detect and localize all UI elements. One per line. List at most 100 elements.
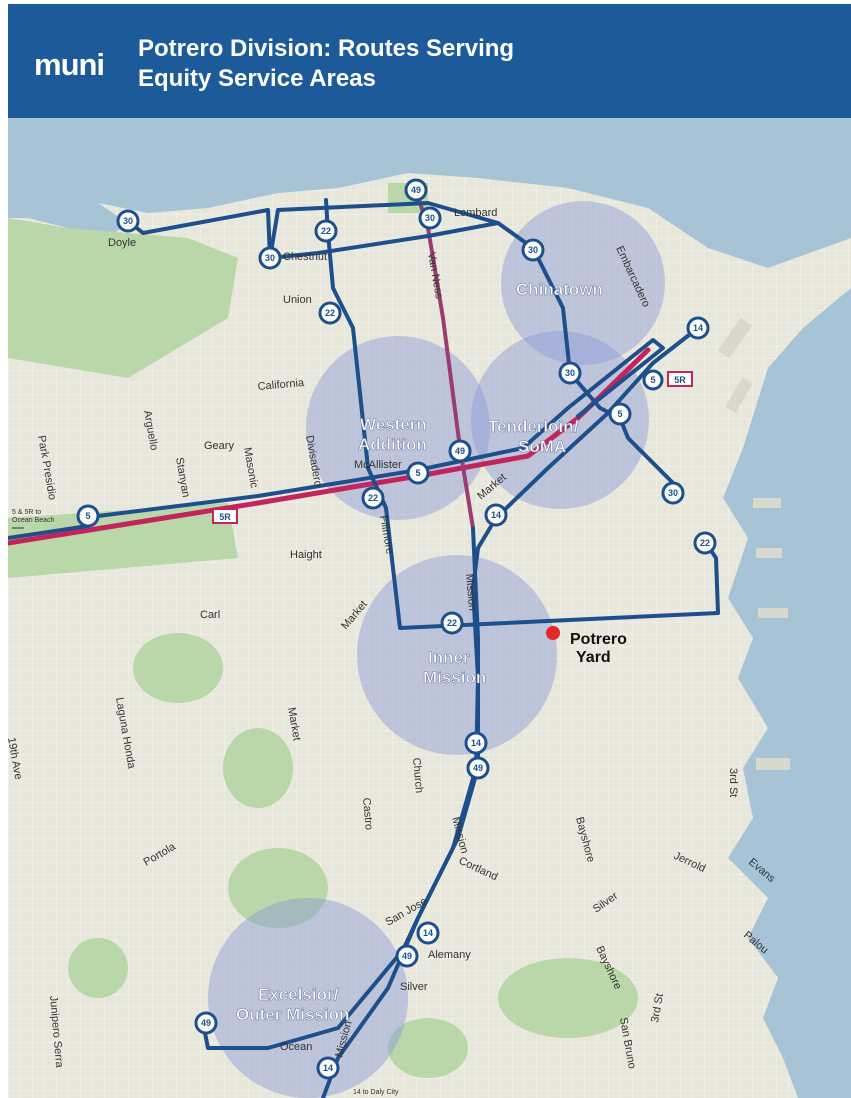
badge-30-label: 30 [565,368,575,378]
badge-5[interactable] [608,402,632,426]
badge-5[interactable] [76,504,100,528]
badge-14-label: 14 [423,928,433,938]
street-mcallister: McAllister [354,459,402,471]
pier [753,498,781,508]
street-3rd-st-2: 3rd St [649,993,666,1024]
badge-22-label: 22 [368,493,378,503]
route-14-line [321,326,700,1098]
badge-14[interactable] [484,503,508,527]
badge-22[interactable] [318,301,342,325]
potrero-yard-dot[interactable] [546,626,560,640]
badge-14[interactable] [686,316,710,340]
badge-30-label: 30 [425,213,435,223]
area-label-chinatown: Chinatown [516,280,603,299]
note-ocean-beach-2: Ocean Beach [12,517,55,524]
badge-49[interactable] [448,439,472,463]
golden-gate-park [8,503,238,578]
badge-30-label: 30 [668,488,678,498]
badge-22[interactable] [361,486,385,510]
badge-5r-label: 5R [219,512,231,522]
badge-22[interactable] [314,219,338,243]
badge-30[interactable] [258,246,282,270]
area-inner-mission [357,555,557,755]
badge-14[interactable] [316,1056,340,1080]
badge-30[interactable] [116,209,140,233]
badge-5r[interactable] [667,371,693,387]
badge-49-label: 49 [402,951,412,961]
badge-49[interactable] [395,944,419,968]
pier [756,758,790,770]
street-ocean: Ocean [280,1041,312,1053]
badge-22-label: 22 [700,538,710,548]
page-title-line-2: Equity Service Areas [138,65,376,92]
badge-22[interactable] [440,611,464,635]
badge-30[interactable] [558,361,582,385]
map-canvas: Potrero Yard Chinatown Tenderloin/ SoMA … [8,118,851,1098]
area-label-inner-mission-1: Inner [428,648,470,667]
badge-49[interactable] [194,1011,218,1035]
street-alemany: Alemany [428,949,471,961]
park [388,1018,468,1078]
street-carl: Carl [200,609,220,621]
pier [725,377,753,413]
badge-30[interactable] [418,206,442,230]
badge-5-label: 5 [415,468,420,478]
pier [756,548,782,558]
park [223,728,293,808]
area-label-tenderloin-2: SoMA [518,437,566,456]
badge-5[interactable] [642,369,664,391]
service-areas [208,201,665,1098]
badge-30-label: 30 [528,245,538,255]
badge-5r[interactable] [212,508,238,524]
bay-water [8,118,851,1098]
route-map[interactable]: Potrero Yard Chinatown Tenderloin/ SoMA … [8,118,851,1098]
badge-30[interactable] [661,481,685,505]
golden-gate-water [8,178,128,238]
badge-49-label: 49 [201,1018,211,1028]
pier [717,317,753,359]
badge-22[interactable] [693,531,717,555]
area-label-western-1: Western [360,415,427,434]
badge-14-label: 14 [491,510,501,520]
note-ocean-beach-1: 5 & 5R to [12,509,41,516]
park [133,633,223,703]
badge-14-label: 14 [323,1063,333,1073]
route-badges: 30 30 30 30 30 30 49 49 49 22 22 22 22 2… [76,178,717,1080]
muni-logo: muni [34,47,105,82]
badge-22-label: 22 [321,226,331,236]
badge-14[interactable] [416,921,440,945]
area-chinatown [501,201,665,365]
potrero-yard-label-1: Potrero [570,631,627,648]
badge-5-label: 5 [617,409,622,419]
page-title-line-1: Potrero Division: Routes Serving [138,35,515,62]
area-label-western-2: Addition [358,435,427,454]
area-label-inner-mission-2: Mission [423,668,486,687]
badge-22-label: 22 [447,618,457,628]
badge-49-label: 49 [473,763,483,773]
mclaren-park [498,958,638,1038]
street-lombard: Lombard [454,207,497,219]
badge-30[interactable] [521,238,545,262]
badge-49[interactable] [466,756,490,780]
street-union: Union [283,294,312,306]
pier [758,608,788,618]
badge-5-label: 5 [85,511,90,521]
badge-14[interactable] [464,731,488,755]
badge-14-label: 14 [693,323,703,333]
potrero-yard-label-2: Yard [576,649,611,666]
street-doyle: Doyle [108,237,136,249]
badge-49-label: 49 [411,185,421,195]
header-banner: muni Potrero Division: Routes Serving Eq… [8,4,851,118]
street-silver: Silver [400,981,428,993]
note-daly-city: 14 to Daly City [353,1089,399,1096]
street-3rd-st: 3rd St [727,768,739,797]
street-california: California [257,377,305,393]
badge-30-label: 30 [265,253,275,263]
badge-5[interactable] [406,461,430,485]
area-label-excelsior-2: Outer Mission [236,1005,349,1024]
street-church: Church [410,757,425,793]
badge-49[interactable] [404,178,428,202]
area-tenderloin-soma [471,331,649,509]
badge-30-label: 30 [123,216,133,226]
street-labels: Doyle Chestnut Union Lombard Van Ness Em… [8,207,778,1070]
